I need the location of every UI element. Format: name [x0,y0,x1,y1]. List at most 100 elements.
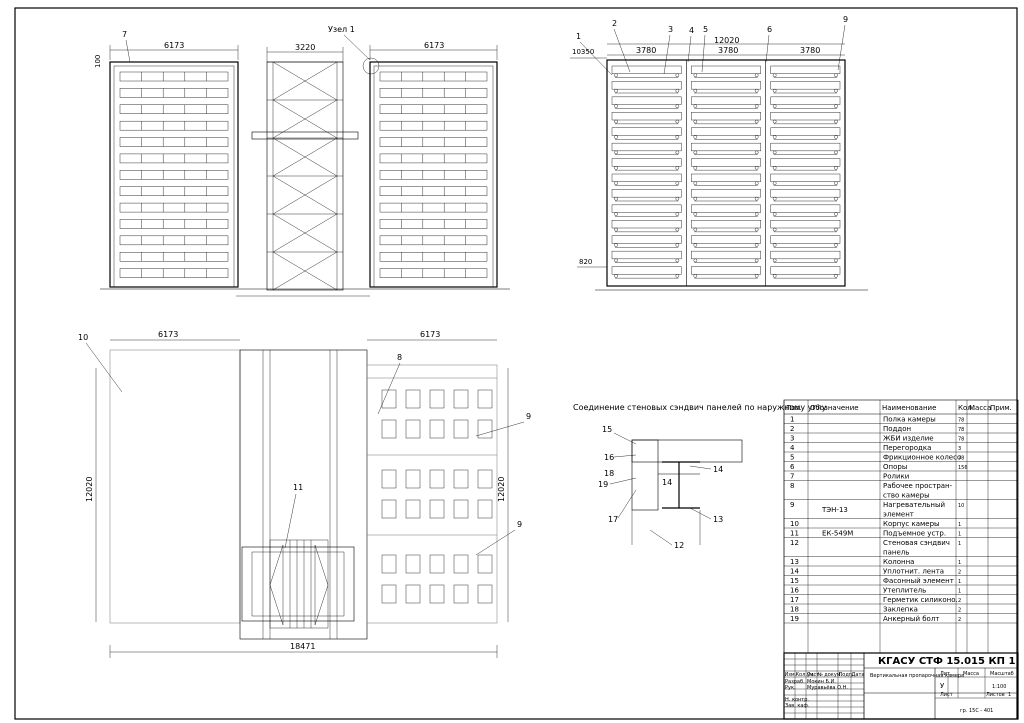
cell-opening [381,584,397,604]
cell-opening [453,469,469,489]
roller [834,119,838,124]
cell-opening [453,584,469,604]
spec-header-5: Прим. [990,404,1012,412]
sig-col-header: Лист [807,672,820,678]
pallet [691,127,761,136]
spec-name: Колонна [883,558,914,566]
spec-name: Нагревательный [883,501,945,509]
sig-role: Рук. [785,685,796,691]
spec-qty: 1 [958,579,961,585]
cell-opening [429,554,445,574]
pos-2: 2 [612,19,617,28]
tower-left-shelf [119,235,229,246]
spec-name: ЖБИ изделие [883,435,934,443]
spec-qty: 1 [958,532,961,538]
roller [675,119,680,124]
roller [834,104,838,108]
spec-header-4: Масса [969,404,991,412]
roller [693,166,698,170]
pos-6: 6 [767,25,772,34]
spec-name: ство камеры [883,492,930,500]
roller [834,73,838,78]
roller [772,104,777,108]
dim-right: 6173 [420,330,440,339]
cell-opening [405,584,421,604]
roller [754,196,759,201]
pos-7: 7 [122,30,127,39]
spec-pos: 18 [790,606,799,614]
sheets-label: Листов [986,692,1005,698]
stage: У [940,682,945,690]
spec-name: Фасонный элемент [883,577,954,585]
spec-qty: 10 [958,503,964,509]
pallet [691,96,761,105]
spec-name: панель [883,549,909,557]
spec-header-1: Обозначение [810,404,859,412]
dim-right: 6173 [424,41,444,50]
pos-11: 11 [293,483,303,492]
dim-b: 3780 [718,46,738,55]
dim-left: 6173 [158,330,178,339]
spec-pos: 12 [790,539,799,547]
tower-right-inner [373,65,494,288]
tower-right-shelf [379,170,488,180]
pos-10: 10 [78,333,88,342]
roller [675,212,680,216]
roller [693,150,698,155]
pallet [770,204,841,213]
roller [675,181,680,186]
pos-19: 19 [598,480,608,489]
tower-left-shelf [119,120,229,131]
elevation-left: 6173 3220 6173 100 7 Узел 1 [94,25,510,297]
pallet [770,266,841,275]
tower-right-shelf [379,153,488,164]
tower-right-shelf [379,88,488,98]
spec-name: Подъемное устр. [883,530,946,538]
doc-name: Вертикальная пропарочная камера [870,673,964,679]
tower-right-shelf [379,104,488,114]
plan-view: 6173 6173 12020 12020 18471 10 8 9 9 11 [78,330,531,658]
spec-qty: 1 [958,522,961,528]
roller [675,73,680,78]
dim-c: 3780 [800,46,820,55]
spec-qty: 78 [958,437,964,443]
spec-name: Ролики [883,473,909,481]
pallet [691,65,761,74]
dim-mid: 3220 [295,43,315,52]
truss-brace [272,99,338,139]
truss-brace [272,137,338,177]
tower-right-shelf [379,186,488,196]
roller [754,181,759,186]
roller [675,135,680,139]
pallet [691,173,761,182]
spec-header-3: Кол. [958,404,974,412]
elevation-right: 12020 3780 3780 3780 10350 820 1 2 3 4 5… [570,15,868,291]
tower-left-shelf [119,104,229,114]
roller [772,181,777,186]
spec-name: Утеплитель [883,587,926,595]
roller [754,119,759,124]
cell-opening [477,554,493,574]
dim-bottom: 820 [579,258,592,266]
spec-pos: 19 [790,615,799,623]
roller [675,243,680,247]
spec-name: Полка камеры [883,416,936,424]
roller [614,135,618,139]
dim-side: 100 [94,55,102,68]
sheet-frame [14,7,1018,720]
cell-opening [477,419,493,439]
tower-right-shelf [379,252,488,262]
pallet [770,189,841,198]
roller [772,150,777,155]
roller [693,196,698,201]
roller [693,274,698,278]
roller [834,227,838,232]
spec-name: Фрикционное колесо [883,454,961,462]
roller [772,243,777,247]
truss-brace [272,251,338,291]
roller [614,227,618,232]
pos-18: 18 [604,469,614,478]
tower-left-shelf [119,170,229,180]
